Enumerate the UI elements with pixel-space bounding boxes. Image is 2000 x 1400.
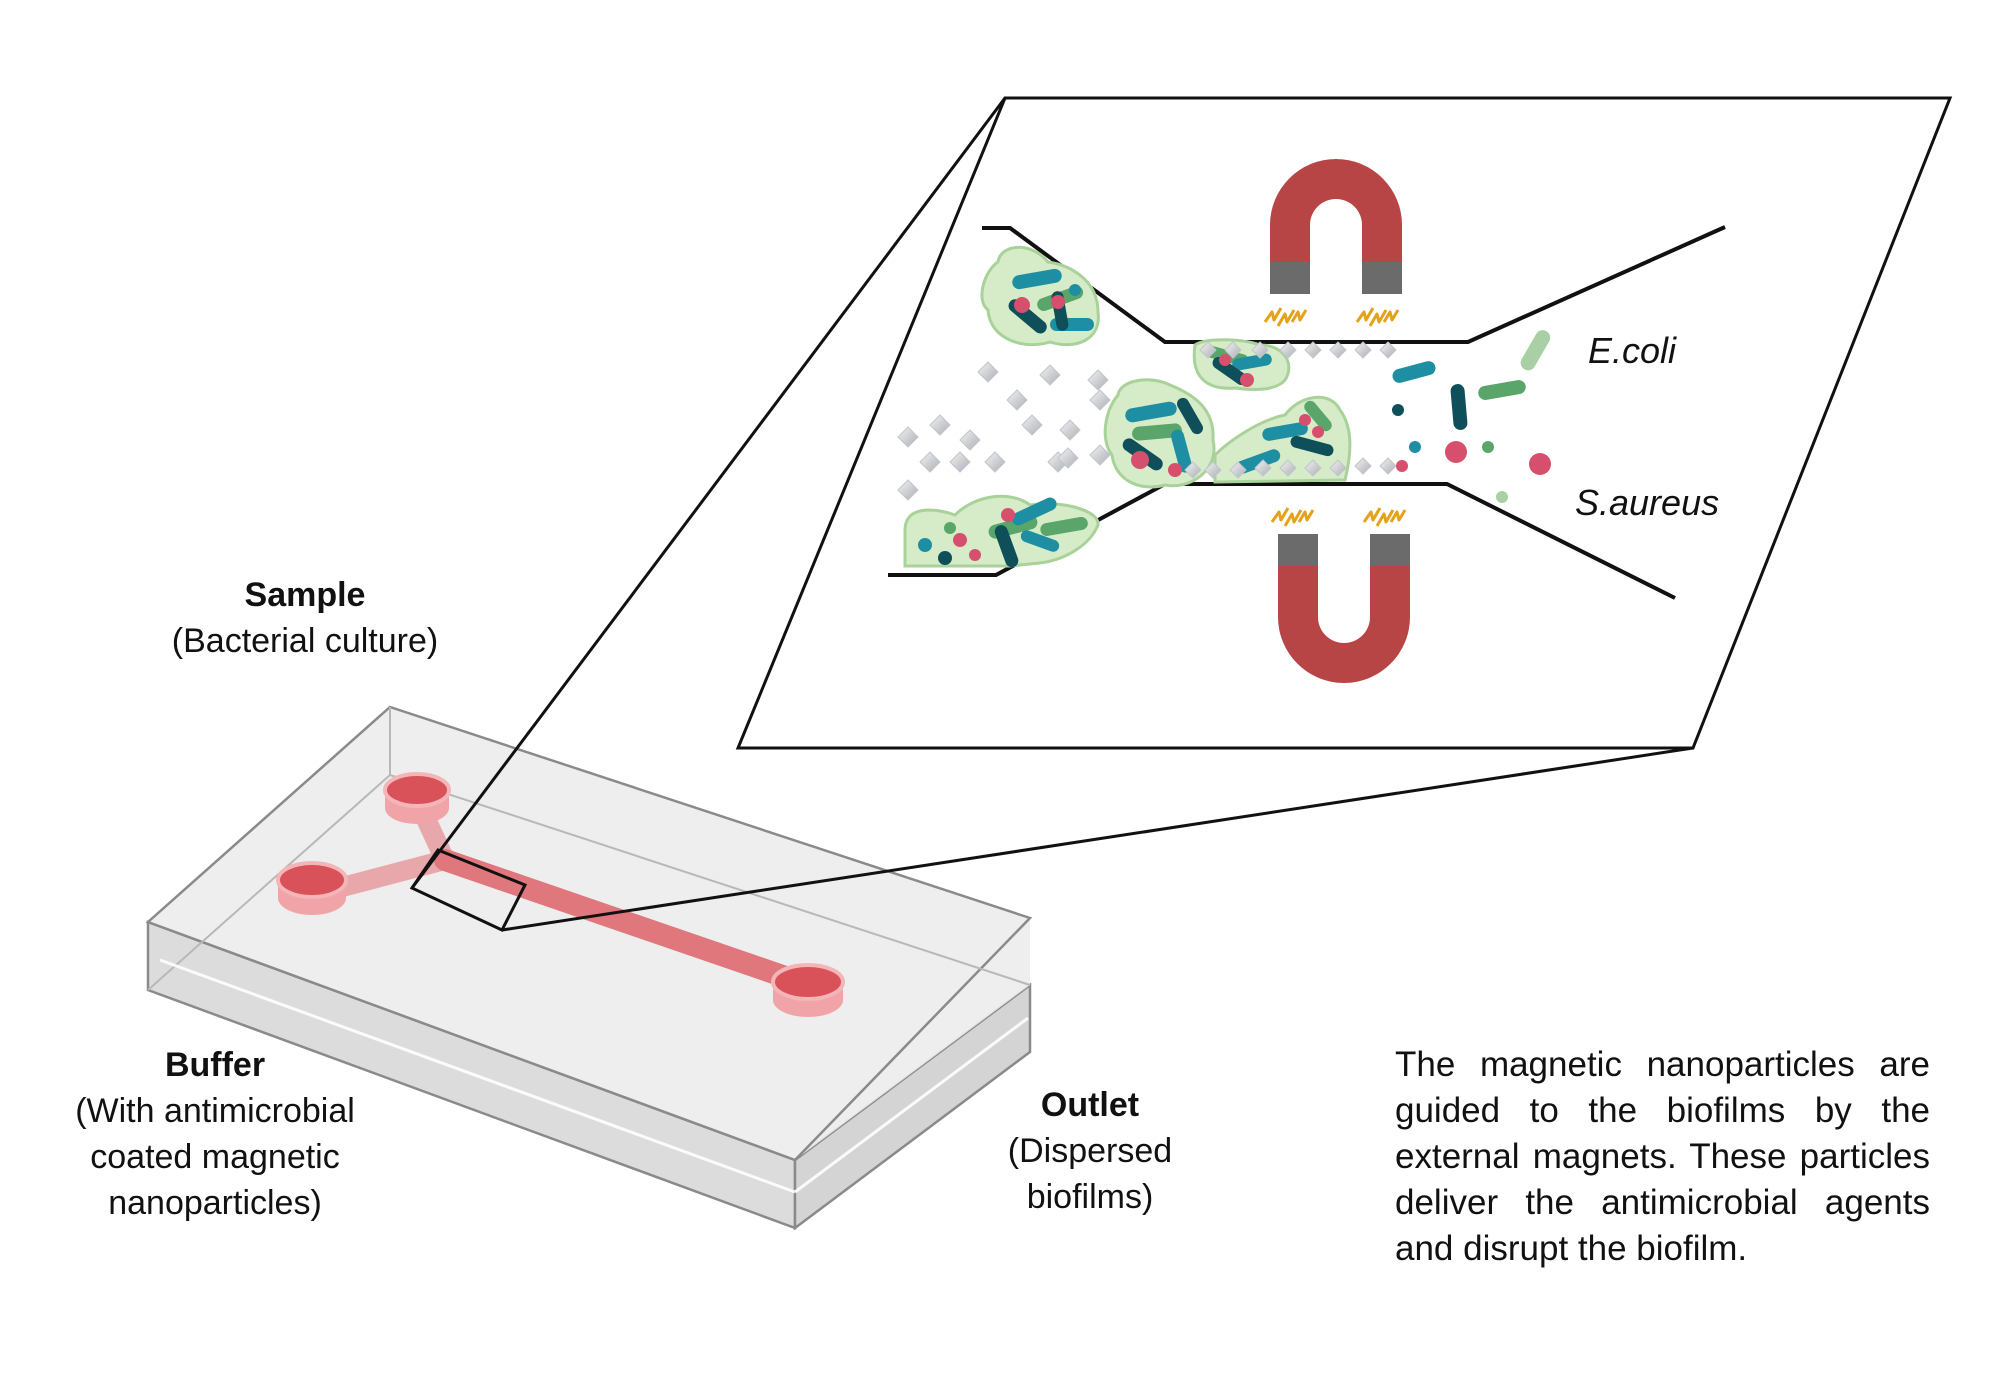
buffer-line-1: (With antimicrobial: [75, 1092, 355, 1130]
magnetic-field-spark-icons: [1263, 307, 1407, 527]
buffer-title: Buffer: [164, 1046, 266, 1084]
microfluidic-chip: [145, 705, 1033, 1231]
sample-inlet-well: [383, 772, 451, 824]
zoom-connector-lines: [410, 97, 1694, 932]
saureus-label: S.aureus: [1575, 482, 1720, 523]
outlet-well: [771, 963, 845, 1017]
buffer-line-3: nanoparticles): [108, 1184, 322, 1222]
dispersed-bacteria: [1392, 330, 1551, 503]
buffer-inlet-well: [276, 861, 348, 915]
outlet-label: Outlet (Dispersed biofilms): [970, 1082, 1210, 1220]
sample-title: Sample: [244, 576, 366, 614]
biofilm-clusters: [903, 245, 1352, 568]
buffer-line-2: coated magnetic: [90, 1138, 340, 1176]
magnetic-nanoparticles: [897, 341, 1397, 501]
outlet-title: Outlet: [1040, 1086, 1140, 1124]
outlet-line-1: (Dispersed: [1007, 1132, 1173, 1170]
sample-label: Sample (Bacterial culture): [125, 572, 485, 664]
top-magnet: [1270, 159, 1402, 294]
outlet-line-2: biofilms): [1026, 1178, 1154, 1216]
sample-subtitle: (Bacterial culture): [171, 622, 439, 660]
ecoli-label: E.coli: [1588, 330, 1677, 371]
figure-caption: The magnetic nanoparticles are guided to…: [1395, 1045, 1930, 1268]
bottom-magnet: [1278, 534, 1410, 683]
buffer-label: Buffer (With antimicrobial coated magnet…: [25, 1042, 405, 1226]
